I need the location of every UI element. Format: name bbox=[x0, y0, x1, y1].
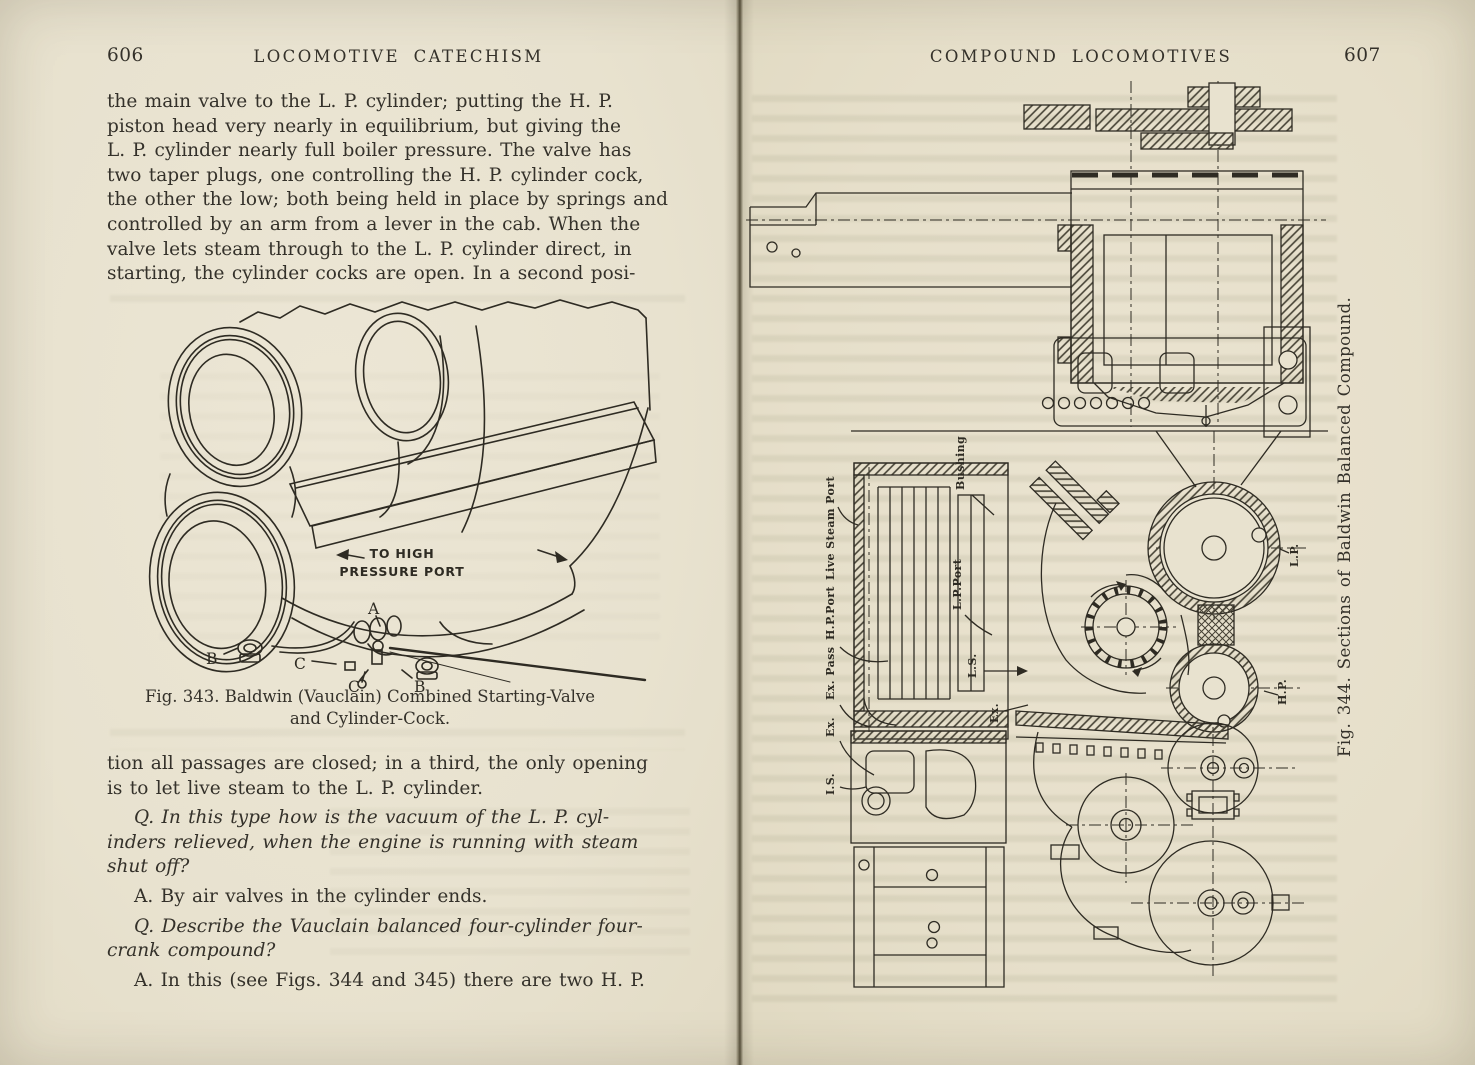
ex-pass-label: Ex. Pass bbox=[824, 647, 837, 700]
text-line: starting, the cylinder cocks are open. I… bbox=[107, 263, 636, 285]
caption-line-1: Fig. 343. Baldwin (Vauclain) Combined St… bbox=[144, 687, 596, 706]
answer-block: A. By air valves in the cylinder ends. bbox=[107, 885, 707, 910]
bushing-label: Bushing bbox=[954, 436, 967, 490]
text-line: Q. Describe the Vauclain balanced four-c… bbox=[134, 915, 643, 937]
ex-center-label: Ex. bbox=[988, 703, 1001, 723]
text-line: L. P. cylinder nearly full boiler pressu… bbox=[107, 140, 632, 162]
paragraph: the main valve to the L. P. cylinder; pu… bbox=[107, 90, 707, 287]
text-line: valve lets steam through to the L. P. cy… bbox=[107, 238, 632, 260]
lp-label: L.P. bbox=[1288, 544, 1301, 567]
lower-text-column: tion all passages are closed; in a third… bbox=[107, 752, 707, 993]
fig343-drawing: TO HIGH PRESSURE PORT A B C C B bbox=[148, 299, 657, 692]
text-line: A. By air valves in the cylinder ends. bbox=[134, 885, 488, 907]
to-high-label: TO HIGH bbox=[370, 546, 435, 561]
callout-b: B bbox=[206, 650, 217, 668]
text-line: Q. In this type how is the vacuum of the… bbox=[134, 807, 610, 829]
caption-line-2: and Cylinder-Cock. bbox=[289, 709, 451, 728]
callout-c: C bbox=[348, 678, 360, 692]
text-line: tion all passages are closed; in a third… bbox=[107, 753, 648, 774]
pressure-port-label: PRESSURE PORT bbox=[339, 564, 464, 579]
running-head: LOCOMOTIVE CATECHISM bbox=[253, 47, 544, 66]
question-block: Q. Describe the Vauclain balanced four-c… bbox=[107, 915, 707, 964]
callout-c: C bbox=[294, 655, 306, 673]
text-line: shut off? bbox=[107, 856, 190, 878]
answer-block: A. In this (see Figs. 344 and 345) there… bbox=[107, 969, 707, 994]
lp-port-label: L.P.Port bbox=[951, 558, 964, 610]
live-steam-port-label: Live Steam Port bbox=[824, 476, 837, 580]
ls-center-label: L.S. bbox=[966, 653, 979, 678]
text-line: two taper plugs, one controlling the H. … bbox=[107, 164, 644, 186]
page-number: 607 bbox=[1344, 45, 1381, 66]
text-line: the main valve to the L. P. cylinder; pu… bbox=[107, 91, 613, 112]
page-number: 606 bbox=[107, 45, 144, 66]
callout-b: B bbox=[414, 678, 425, 692]
ex-left-label: Ex. bbox=[824, 717, 837, 737]
fig344-caption: Fig. 344. Sections of Baldwin Balanced C… bbox=[1335, 296, 1354, 757]
text-line: crank compound? bbox=[107, 940, 276, 962]
text-line: inders relieved, when the engine is runn… bbox=[107, 831, 639, 853]
text-line: controlled by an arm from a lever in the… bbox=[107, 213, 641, 235]
right-page: COMPOUND LOCOMOTIVES 607 bbox=[736, 0, 1475, 1065]
text-line: the other the low; both being held in pl… bbox=[107, 189, 668, 211]
question-block: Q. In this type how is the vacuum of the… bbox=[107, 806, 707, 880]
is-left-label: I.S. bbox=[824, 773, 837, 795]
paragraph: tion all passages are closed; in a third… bbox=[107, 752, 707, 801]
fig344-drawing: Live Steam Port Bushing L.P.Port H.P.Por… bbox=[746, 81, 1328, 988]
left-page: 606 LOCOMOTIVE CATECHISM the main valve … bbox=[0, 0, 736, 1065]
fig343-caption: Fig. 343. Baldwin (Vauclain) Combined St… bbox=[90, 686, 650, 730]
text-line: piston head very nearly in equilibrium, … bbox=[107, 115, 621, 137]
hp-port-label: H.P.Port bbox=[824, 586, 837, 640]
text-line: is to let live steam to the L. P. cylind… bbox=[107, 777, 484, 799]
text-line: A. In this (see Figs. 344 and 345) there… bbox=[134, 969, 645, 991]
hp-label: H.P. bbox=[1276, 679, 1289, 705]
running-head: COMPOUND LOCOMOTIVES bbox=[929, 47, 1233, 66]
callout-a: A bbox=[367, 600, 380, 618]
